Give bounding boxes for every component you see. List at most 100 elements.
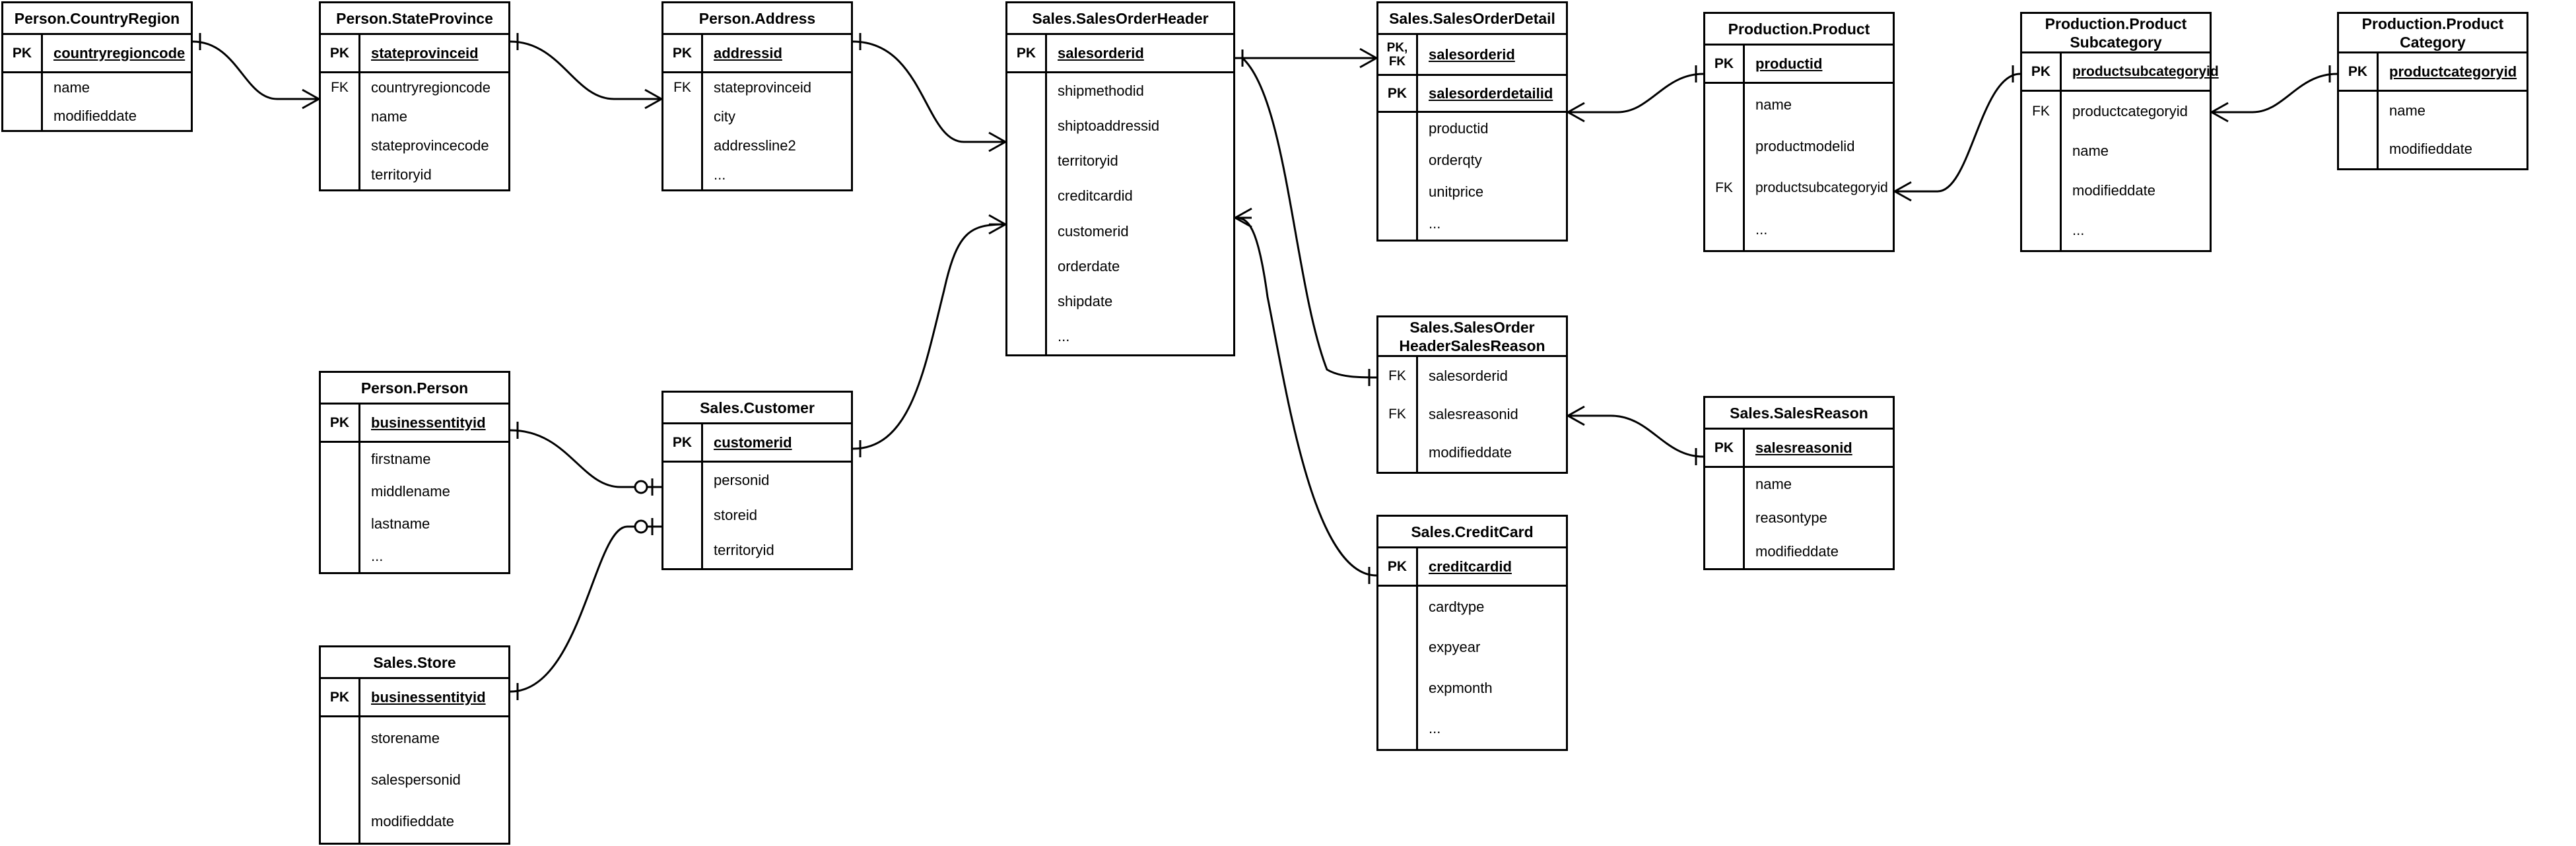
- attribute-row[interactable]: storeid: [663, 498, 851, 533]
- entity-sales-store[interactable]: Sales.Store PK businessentityid storenam…: [319, 645, 510, 845]
- attribute-row[interactable]: firstname: [321, 443, 508, 475]
- attribute-key-tag: [1705, 209, 1745, 250]
- attribute-row-pk[interactable]: PK creditcardid: [1378, 548, 1566, 587]
- attribute-row[interactable]: FK salesreasonid: [1378, 395, 1566, 434]
- entity-sales-customer[interactable]: Sales.Customer PK customerid personid st…: [661, 391, 853, 570]
- attribute-row-pk[interactable]: PK businessentityid: [321, 405, 508, 443]
- attribute-row[interactable]: orderqty: [1378, 145, 1566, 176]
- attribute-row[interactable]: city: [663, 102, 851, 131]
- attribute-row[interactable]: lastname: [321, 507, 508, 540]
- attribute-row[interactable]: modifieddate: [2339, 130, 2526, 168]
- entity-production-productsubcategory[interactable]: Production.Product Subcategory PK produc…: [2020, 12, 2219, 252]
- attribute-row[interactable]: ...: [1007, 319, 1233, 354]
- attribute-key-tag: PK: [663, 35, 703, 71]
- attribute-row-pk[interactable]: PK salesreasonid: [1705, 430, 1893, 468]
- attribute-row[interactable]: shiptoaddressid: [1007, 108, 1233, 144]
- attribute-row[interactable]: name: [1705, 84, 1893, 125]
- attribute-row-pk[interactable]: PK productid: [1705, 46, 1893, 84]
- entity-sales-salesorderheadersalesreason[interactable]: Sales.SalesOrder HeaderSalesReason FK sa…: [1376, 315, 1568, 474]
- attribute-key-tag: [663, 160, 703, 189]
- attribute-row[interactable]: productid: [1378, 113, 1566, 145]
- attribute-row[interactable]: ...: [1378, 708, 1566, 749]
- attribute-key-tag: [1378, 145, 1418, 176]
- entity-title: Production.Product: [1705, 14, 1893, 46]
- attribute-row[interactable]: modifieddate: [2022, 171, 2210, 211]
- attribute-row-pk[interactable]: PK addressid: [663, 35, 851, 73]
- attribute-row[interactable]: creditcardid: [1007, 178, 1233, 214]
- attribute-row[interactable]: FK countryregioncode: [321, 73, 508, 102]
- entity-production-productcategory[interactable]: Production.Product Category PK productca…: [2337, 12, 2528, 170]
- attribute-row[interactable]: reasontype: [1705, 501, 1893, 535]
- attribute-row[interactable]: shipdate: [1007, 284, 1233, 319]
- entity-person-countryregion[interactable]: Person.CountryRegion PK countryregioncod…: [1, 1, 193, 132]
- entity-person-stateprovince[interactable]: Person.StateProvince PK stateprovinceid …: [319, 1, 510, 191]
- attribute-row[interactable]: name: [321, 102, 508, 131]
- attribute-name: modifieddate: [2072, 182, 2155, 199]
- attribute-row-pk[interactable]: PK countryregioncode: [3, 35, 191, 73]
- attribute-row-pk[interactable]: PK productsubcategoryid: [2022, 53, 2219, 92]
- attribute-row[interactable]: storename: [321, 717, 508, 760]
- attribute-row[interactable]: territoryid: [1007, 143, 1233, 179]
- entity-sales-creditcard[interactable]: Sales.CreditCard PK creditcardid cardtyp…: [1376, 515, 1568, 751]
- attribute-row[interactable]: productmodelid: [1705, 125, 1893, 167]
- attribute-key-tag: PK: [3, 35, 43, 71]
- attribute-name: creditcardid: [1058, 187, 1133, 205]
- attribute-row-pkfk[interactable]: PK, FK salesorderid: [1378, 35, 1566, 76]
- attribute-row[interactable]: FK productsubcategoryid: [1705, 167, 1893, 209]
- attribute-key-tag: [663, 498, 703, 533]
- attribute-list: FK salesorderid FK salesreasonid modifie…: [1378, 357, 1566, 472]
- entity-sales-salesorderdetail[interactable]: Sales.SalesOrderDetail PK, FK salesorder…: [1376, 1, 1568, 242]
- entity-title: Person.Person: [321, 373, 508, 405]
- attribute-row[interactable]: expyear: [1378, 627, 1566, 668]
- attribute-row[interactable]: modifieddate: [321, 800, 508, 843]
- attribute-row[interactable]: territoryid: [663, 533, 851, 568]
- attribute-row[interactable]: customerid: [1007, 214, 1233, 249]
- attribute-row-pk[interactable]: PK salesorderdetailid: [1378, 76, 1566, 113]
- attribute-key-tag: [1705, 84, 1745, 125]
- attribute-row-pk[interactable]: PK stateprovinceid: [321, 35, 508, 73]
- attribute-row[interactable]: name: [3, 73, 191, 102]
- attribute-row[interactable]: FK salesorderid: [1378, 357, 1566, 395]
- attribute-row[interactable]: cardtype: [1378, 587, 1566, 628]
- entity-sales-salesreason[interactable]: Sales.SalesReason PK salesreasonid name …: [1703, 396, 1895, 570]
- attribute-row[interactable]: salespersonid: [321, 759, 508, 801]
- attribute-row[interactable]: ...: [2022, 211, 2210, 250]
- attribute-row[interactable]: addressline2: [663, 131, 851, 160]
- attribute-list: shipmethodid shiptoaddressid territoryid…: [1007, 73, 1233, 354]
- attribute-row[interactable]: middlename: [321, 475, 508, 507]
- attribute-row[interactable]: name: [2022, 131, 2210, 171]
- entity-production-product[interactable]: Production.Product PK productid name pro…: [1703, 12, 1895, 252]
- attribute-row-pk[interactable]: PK productcategoryid: [2339, 53, 2526, 92]
- entity-title: Production.Product Category: [2339, 14, 2526, 53]
- entity-person-address[interactable]: Person.Address PK addressid FK stateprov…: [661, 1, 853, 191]
- attribute-row[interactable]: unitprice: [1378, 176, 1566, 208]
- attribute-row[interactable]: ...: [321, 540, 508, 572]
- attribute-row[interactable]: ...: [1705, 209, 1893, 250]
- attribute-row-pk[interactable]: PK customerid: [663, 424, 851, 463]
- attribute-row[interactable]: personid: [663, 463, 851, 498]
- attribute-row[interactable]: orderdate: [1007, 249, 1233, 284]
- attribute-row[interactable]: shipmethodid: [1007, 73, 1233, 109]
- attribute-row[interactable]: modifieddate: [1705, 535, 1893, 569]
- entity-person-person[interactable]: Person.Person PK businessentityid firstn…: [319, 371, 510, 574]
- attribute-row[interactable]: expmonth: [1378, 668, 1566, 709]
- attribute-key-tag: FK: [1378, 395, 1418, 434]
- attribute-key-tag: [2339, 130, 2379, 168]
- attribute-row-pk[interactable]: PK salesorderid: [1007, 35, 1233, 73]
- attribute-row[interactable]: modifieddate: [1378, 434, 1566, 472]
- attribute-row[interactable]: name: [1705, 468, 1893, 502]
- entity-sales-salesorderheader[interactable]: Sales.SalesOrderHeader PK salesorderid s…: [1005, 1, 1235, 356]
- attribute-key-tag: [321, 160, 360, 189]
- attribute-row[interactable]: modifieddate: [3, 102, 191, 130]
- attribute-row[interactable]: territoryid: [321, 160, 508, 189]
- attribute-list: firstname middlename lastname ...: [321, 443, 508, 572]
- attribute-row-pk[interactable]: PK businessentityid: [321, 679, 508, 717]
- attribute-row[interactable]: FK stateprovinceid: [663, 73, 851, 102]
- attribute-row[interactable]: ...: [663, 160, 851, 189]
- attribute-name: shipdate: [1058, 293, 1113, 310]
- attribute-row[interactable]: name: [2339, 92, 2526, 130]
- attribute-key-tag: FK: [1705, 167, 1745, 209]
- attribute-row[interactable]: stateprovincecode: [321, 131, 508, 160]
- attribute-row[interactable]: ...: [1378, 208, 1566, 240]
- attribute-row[interactable]: FK productcategoryid: [2022, 92, 2210, 131]
